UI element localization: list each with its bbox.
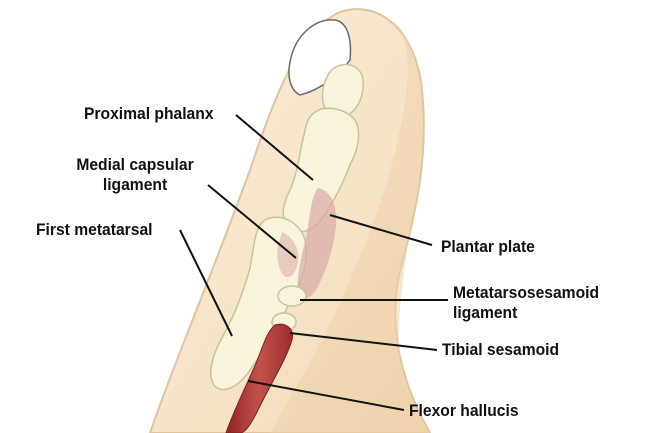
leader-first-metatarsal — [179, 229, 233, 337]
label-tibial-sesamoid: Tibial sesamoid — [442, 340, 560, 359]
label-medial-capsular-ligament: Medial capsular ligament — [66, 155, 204, 195]
plantar-plate-tissue — [297, 188, 337, 299]
leader-tibial-sesamoid — [289, 332, 438, 351]
leader-plantar-plate — [329, 214, 433, 246]
label-metatarsosesamoid-ligament: Metatarsosesamoid ligament — [453, 283, 599, 323]
label-medial-capsular-line1: Medial capsular — [76, 155, 194, 174]
label-metatarsosesamoid-line1: Metatarsosesamoid — [453, 283, 600, 302]
label-flexor-hallucis: Flexor hallucis — [409, 401, 519, 420]
toe-skin-shadow — [270, 20, 430, 433]
leader-flexor-hallucis — [247, 380, 405, 411]
leader-medial-capsular — [207, 184, 297, 259]
label-first-metatarsal: First metatarsal — [36, 220, 153, 239]
distal-phalanx — [321, 63, 364, 117]
label-proximal-phalanx: Proximal phalanx — [84, 104, 214, 123]
metatarsal-sesamoid — [277, 285, 307, 307]
medial-capsular-tissue — [277, 232, 299, 278]
proximal-phalanx-bone — [282, 107, 360, 233]
leader-proximal-phalanx — [235, 114, 314, 181]
flexor-hallucis-tendon — [225, 323, 294, 433]
label-metatarsosesamoid-line2: ligament — [453, 303, 518, 322]
label-medial-capsular-line2: ligament — [102, 175, 168, 194]
label-plantar-plate: Plantar plate — [441, 237, 535, 256]
